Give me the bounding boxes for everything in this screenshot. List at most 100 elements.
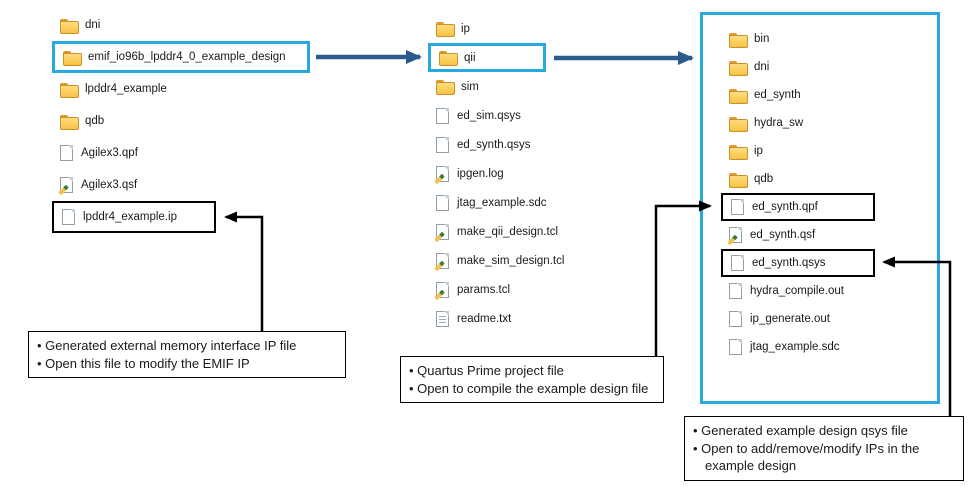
- folder-icon: [63, 50, 82, 66]
- file-item-label: ip_generate.out: [750, 313, 830, 325]
- file-item-label: readme.txt: [457, 312, 512, 325]
- file-item-lpddr4-example-ip[interactable]: lpddr4_example.ip: [52, 201, 216, 233]
- folder-icon: [729, 144, 748, 160]
- edited-file-icon: [60, 177, 73, 193]
- file-item-qdb-right[interactable]: qdb: [721, 165, 783, 193]
- file-item-ip[interactable]: ip: [428, 14, 480, 43]
- folder-icon: [729, 32, 748, 48]
- file-item-label: qdb: [85, 115, 105, 127]
- middle-file-tree: ip qii sim ed_sim.qsys ed_synth.qsys ipg…: [428, 14, 574, 333]
- file-icon: [729, 311, 742, 327]
- file-item-dni[interactable]: dni: [52, 9, 110, 41]
- folder-icon: [436, 22, 455, 37]
- file-item-label: make_qii_design.tcl: [457, 225, 559, 238]
- edited-file-icon: [436, 252, 449, 269]
- callout-line: • Open this file to modify the EMIF IP: [37, 355, 250, 371]
- folder-icon: [729, 88, 748, 104]
- callout-line: • Open to compile the example design fil…: [409, 380, 649, 396]
- file-item-label: hydra_sw: [754, 117, 804, 129]
- file-item-label: lpddr4_example.ip: [83, 211, 177, 223]
- file-icon: [729, 283, 742, 299]
- file-item-label: Agilex3.qpf: [81, 147, 138, 159]
- file-item-label: qdb: [754, 173, 774, 185]
- file-item-hydra-compile-out[interactable]: hydra_compile.out: [721, 277, 854, 305]
- file-icon: [731, 255, 744, 271]
- file-icon: [436, 194, 449, 211]
- file-item-ip-right[interactable]: ip: [721, 137, 773, 165]
- file-item-ed-synth-qsys-mid[interactable]: ed_synth.qsys: [428, 130, 541, 159]
- file-item-lpddr4-example[interactable]: lpddr4_example: [52, 73, 177, 105]
- text-file-icon: [436, 310, 449, 327]
- file-item-jtag-example-sdc-mid[interactable]: jtag_example.sdc: [428, 188, 557, 217]
- file-item-label: lpddr4_example: [85, 83, 167, 95]
- file-icon: [62, 209, 75, 225]
- file-item-example-design[interactable]: emif_io96b_lpddr4_0_example_design: [52, 41, 310, 73]
- file-item-label: bin: [754, 33, 770, 45]
- folder-icon: [729, 60, 748, 76]
- callout-line: • Generated example design qsys file: [693, 423, 908, 438]
- file-item-sim[interactable]: sim: [428, 72, 489, 101]
- right-file-tree: bin dni ed_synth hydra_sw ip qdb ed_synt…: [700, 12, 940, 404]
- file-icon: [731, 199, 744, 215]
- file-item-dni-right[interactable]: dni: [721, 53, 779, 81]
- folder-icon: [60, 82, 79, 98]
- file-item-label: jtag_example.sdc: [457, 196, 547, 209]
- file-item-label: qii: [464, 51, 476, 64]
- edited-file-icon: [436, 165, 449, 182]
- folder-icon: [439, 51, 458, 66]
- file-item-make-qii-design-tcl[interactable]: make_qii_design.tcl: [428, 217, 568, 246]
- file-item-label: ed_synth.qsf: [750, 229, 816, 241]
- callout-line: • Quartus Prime project file: [409, 363, 564, 378]
- callout-qpf: • Quartus Prime project file • Open to c…: [400, 356, 664, 404]
- file-item-jtag-example-sdc-right[interactable]: jtag_example.sdc: [721, 333, 850, 361]
- file-icon: [60, 145, 73, 161]
- callout-emif-ip: • Generated external memory interface IP…: [28, 331, 346, 379]
- file-item-qdb[interactable]: qdb: [52, 105, 114, 137]
- file-item-label: sim: [461, 80, 479, 93]
- file-item-label: emif_io96b_lpddr4_0_example_design: [88, 51, 286, 63]
- file-item-readme-txt[interactable]: readme.txt: [428, 304, 521, 333]
- file-icon: [436, 107, 449, 124]
- file-item-label: make_sim_design.tcl: [457, 254, 565, 267]
- file-item-label: hydra_compile.out: [750, 285, 844, 297]
- file-item-agilex3-qpf[interactable]: Agilex3.qpf: [52, 137, 148, 169]
- file-item-ed-synth-qpf[interactable]: ed_synth.qpf: [721, 193, 875, 221]
- file-item-ed-synth-qsys[interactable]: ed_synth.qsys: [721, 249, 875, 277]
- left-file-tree: dni emif_io96b_lpddr4_0_example_design l…: [52, 9, 310, 233]
- file-item-label: Agilex3.qsf: [81, 179, 138, 191]
- file-item-label: jtag_example.sdc: [750, 341, 840, 353]
- file-item-ed-synth-folder[interactable]: ed_synth: [721, 81, 811, 109]
- file-item-params-tcl[interactable]: params.tcl: [428, 275, 520, 304]
- file-item-label: ed_synth.qpf: [752, 201, 818, 213]
- callout-qsys: • Generated example design qsys file • O…: [684, 416, 964, 481]
- file-item-hydra-sw[interactable]: hydra_sw: [721, 109, 813, 137]
- file-item-label: dni: [754, 61, 770, 73]
- file-item-label: ip: [754, 145, 763, 157]
- file-item-agilex3-qsf[interactable]: Agilex3.qsf: [52, 169, 147, 201]
- file-item-make-sim-design-tcl[interactable]: make_sim_design.tcl: [428, 246, 574, 275]
- edited-file-icon: [436, 223, 449, 240]
- callout-line: • Open to add/remove/modify IPs in the e…: [693, 440, 920, 474]
- file-item-label: ip: [461, 22, 470, 35]
- folder-icon: [60, 114, 79, 130]
- file-icon: [436, 136, 449, 153]
- file-item-ipgen-log[interactable]: ipgen.log: [428, 159, 514, 188]
- edited-file-icon: [436, 281, 449, 298]
- file-item-label: ed_synth: [754, 89, 801, 101]
- file-item-label: params.tcl: [457, 283, 511, 296]
- file-item-ip-generate-out[interactable]: ip_generate.out: [721, 305, 840, 333]
- file-item-label: ed_synth.qsys: [457, 138, 531, 151]
- file-item-label: ipgen.log: [457, 167, 504, 180]
- file-item-bin[interactable]: bin: [721, 25, 779, 53]
- folder-icon: [60, 18, 79, 34]
- file-item-qii[interactable]: qii: [428, 43, 546, 72]
- edited-file-icon: [729, 227, 742, 243]
- file-icon: [729, 339, 742, 355]
- folder-icon: [436, 80, 455, 95]
- file-item-ed-synth-qsf[interactable]: ed_synth.qsf: [721, 221, 825, 249]
- folder-icon: [729, 116, 748, 132]
- callout-line: • Generated external memory interface IP…: [37, 338, 297, 353]
- file-item-label: ed_sim.qsys: [457, 109, 521, 122]
- file-item-ed-sim-qsys[interactable]: ed_sim.qsys: [428, 101, 531, 130]
